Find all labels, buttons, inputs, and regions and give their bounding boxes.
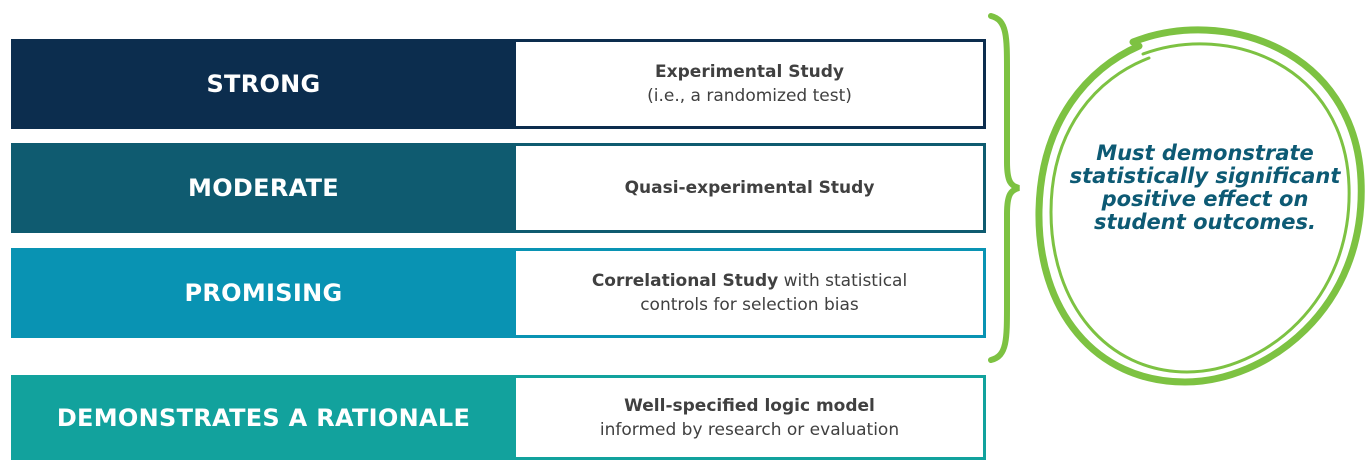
tier-level-label: DEMONSTRATES A RATIONALE [56, 403, 471, 432]
tier-level-label: STRONG [206, 70, 321, 98]
tier-description-line-1: Correlational Study with statistical [592, 269, 907, 293]
tier-moderate: MODERATE Quasi-experimental Study [11, 143, 986, 233]
tier-description: Well-specified logic model informed by r… [516, 378, 983, 457]
tier-description-bold: Experimental Study [655, 62, 844, 82]
callout-text: Must demonstrate statistically significa… [1069, 141, 1341, 234]
tier-description-rest: controls for selection bias [640, 295, 859, 315]
tier-description-bold: Correlational Study [591, 271, 779, 291]
tier-description: Correlational Study with statistical con… [516, 251, 983, 335]
tier-description: Experimental Study (i.e., a randomized t… [516, 42, 983, 126]
tier-promising: PROMISING Correlational Study with stati… [11, 248, 986, 338]
tier-description-bold: Quasi-experimental Study [624, 178, 875, 198]
tier-level-label: MODERATE [188, 174, 339, 202]
curly-brace-icon [988, 13, 1020, 363]
tier-description-rest: informed by research or evaluation [599, 419, 900, 440]
tier-description-inline: with statistical [778, 271, 908, 291]
tier-description: Quasi-experimental Study [516, 146, 983, 230]
tier-demonstrates-rationale: DEMONSTRATES A RATIONALE Well-specified … [11, 375, 986, 460]
tier-description-rest: (i.e., a randomized test) [647, 86, 852, 106]
tier-description-bold: Well-specified logic model [624, 395, 875, 416]
hand-drawn-ellipse-icon [1035, 26, 1365, 386]
tier-strong: STRONG Experimental Study (i.e., a rando… [11, 39, 986, 129]
tier-level-label: PROMISING [184, 279, 343, 307]
